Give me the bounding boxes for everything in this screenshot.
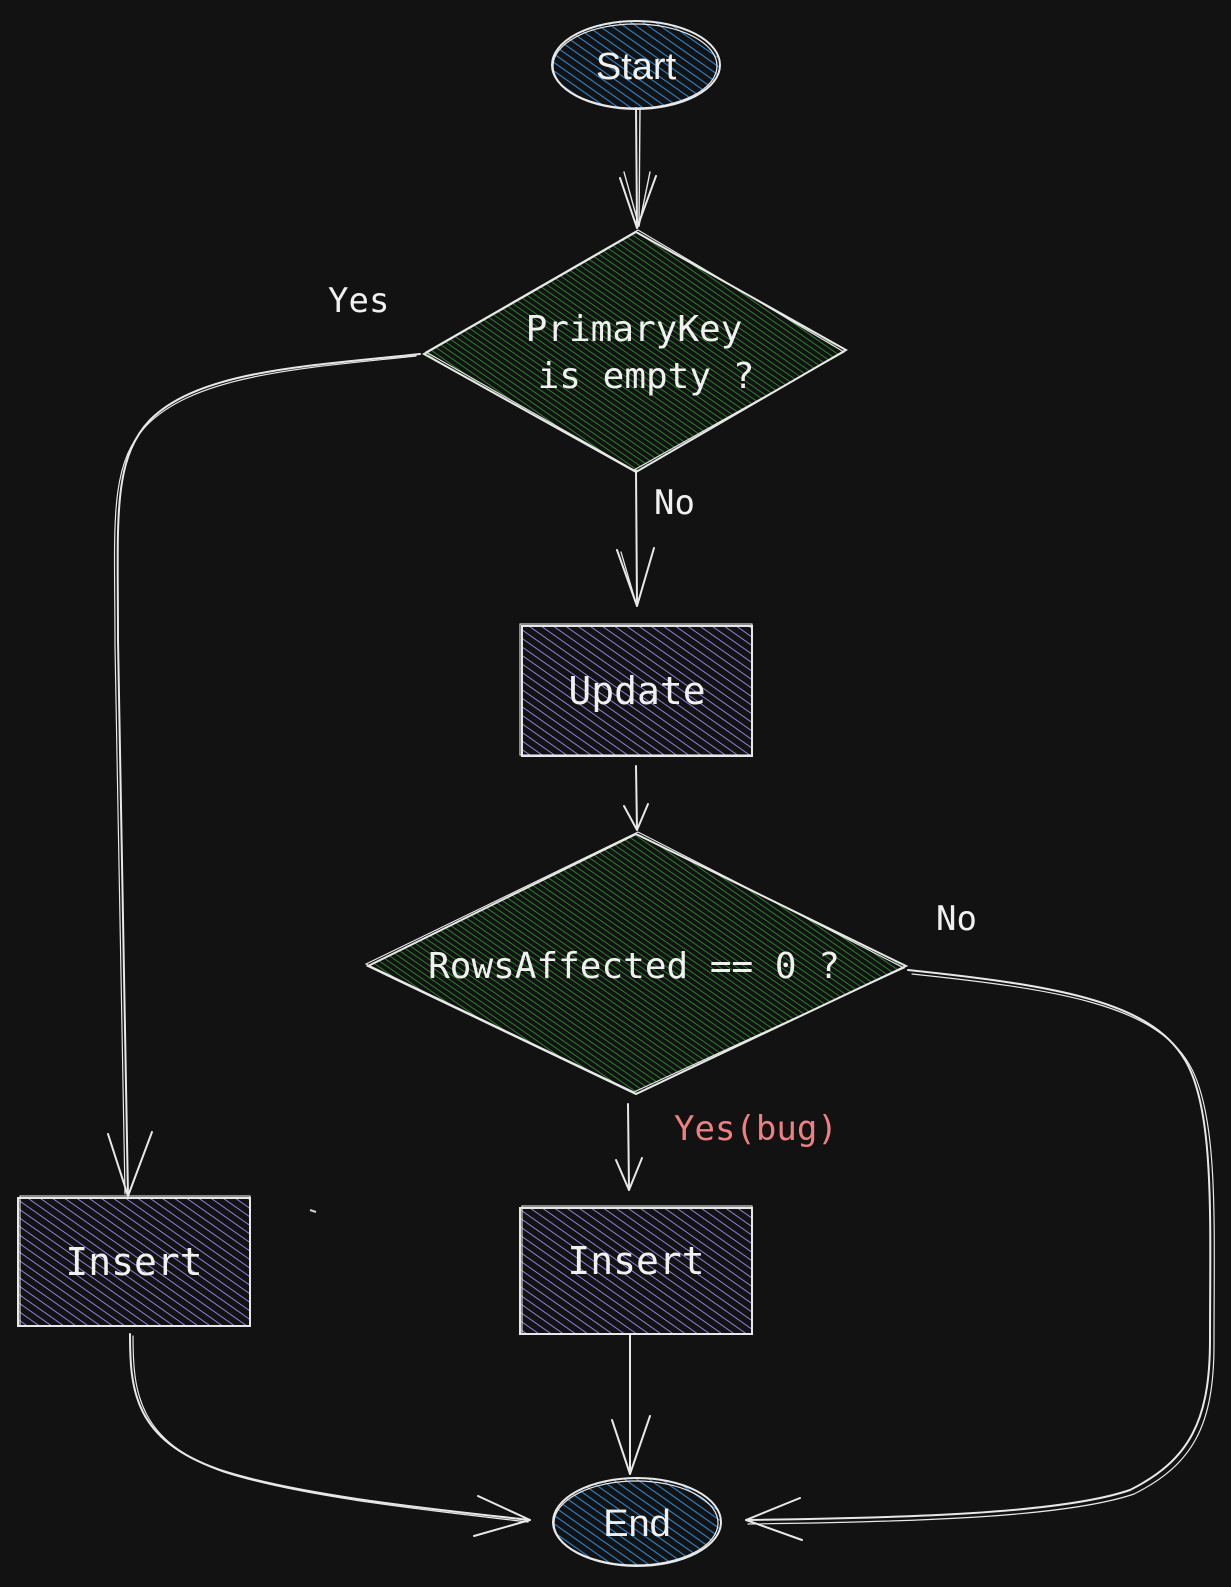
edge-rows-yes [615, 1103, 643, 1191]
decision-pk-line1: PrimaryKey [526, 309, 743, 350]
edge-pk-yes [107, 353, 421, 1197]
end-node: End [552, 1477, 722, 1567]
decision-pk-line2: is empty ? [538, 356, 755, 397]
edge-label-rows-yes-bug: Yes(bug) [674, 1109, 838, 1149]
edge-insert-right-to-end [611, 1333, 651, 1475]
start-label: Start [596, 46, 677, 88]
edge-label-pk-no: No [654, 483, 695, 523]
edge-insert-left-to-end [129, 1333, 531, 1537]
update-process: Update [519, 623, 753, 757]
insert-right-label: Insert [567, 1239, 704, 1283]
decision-primarykey-empty: PrimaryKey is empty ? [421, 229, 849, 474]
end-label: End [603, 1503, 671, 1545]
insert-left-process: Insert [17, 1195, 251, 1327]
edge-label-pk-yes: Yes [328, 281, 389, 321]
insert-left-label: Insert [65, 1240, 202, 1284]
decision-rowsaffected-zero: RowsAffected == 0 ? [364, 831, 909, 1096]
insert-right-process: Insert [519, 1205, 753, 1335]
edge-start-to-decision-pk [619, 107, 657, 229]
start-node: Start [551, 20, 721, 110]
stray-mark [309, 1209, 317, 1213]
edge-update-to-decision-rows [623, 765, 649, 831]
update-label: Update [568, 669, 705, 713]
edge-rows-no [745, 969, 1215, 1541]
edge-label-rows-no: No [936, 899, 977, 939]
decision-rows-label: RowsAffected == 0 ? [428, 946, 840, 987]
edge-pk-no [616, 469, 655, 607]
